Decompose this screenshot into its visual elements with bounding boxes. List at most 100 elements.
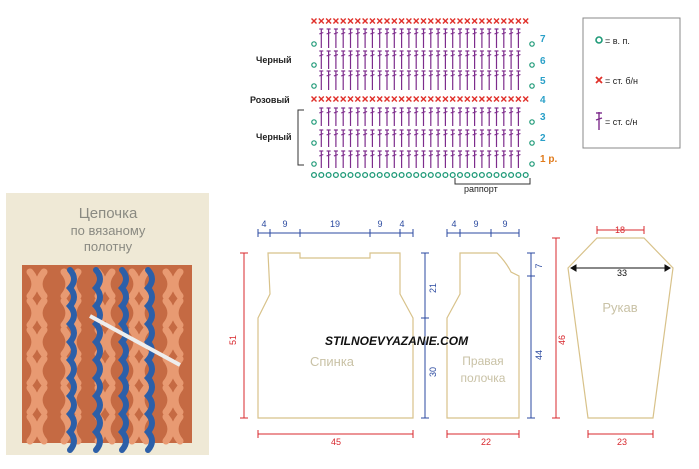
dc-stitch: [319, 50, 324, 69]
sc-stitch: [457, 18, 463, 24]
dc-stitch: [413, 70, 419, 90]
dc-stitch: [516, 28, 521, 48]
dc-stitch: [479, 107, 485, 126]
sc-stitch: [376, 96, 383, 102]
dc-stitch: [413, 50, 419, 69]
chain-symbol-icon: [595, 36, 603, 44]
dc-stitch: [465, 107, 470, 126]
chain-stitch: [413, 171, 420, 179]
dc-stitch: [362, 107, 368, 126]
dc-stitch: [370, 70, 375, 90]
dc-stitch: [421, 150, 426, 168]
dc-stitch: [450, 129, 455, 147]
dc-stitch: [428, 107, 434, 126]
crochet-hook: [89, 314, 181, 367]
chain-stitch: [449, 171, 456, 179]
sc-stitch: [311, 96, 317, 102]
chain-stitch: [362, 171, 369, 179]
sc-stitch: [464, 96, 471, 102]
dc-stitch: [348, 150, 353, 168]
sc-stitch: [427, 96, 434, 102]
dc-stitch: [370, 150, 375, 168]
dc-stitch: [377, 50, 382, 69]
legend-sc: = ст. б/н: [605, 76, 638, 86]
dc-stitch: [399, 150, 404, 168]
front-name-line1: Правая: [462, 354, 503, 368]
chain-stitch: [442, 171, 449, 179]
sc-stitch: [435, 96, 442, 102]
dc-stitch: [435, 129, 441, 147]
dc-stitch: [465, 28, 470, 48]
dc-stitch: [494, 28, 499, 48]
sc-stitch: [493, 18, 500, 24]
photo-title-line1: Цепочка: [79, 205, 138, 222]
photo-title-line2: по вязаному: [71, 223, 146, 238]
sleeve-bottom-width: 23: [617, 437, 627, 447]
row-number-4: 4: [540, 95, 546, 106]
row-numbers: 7 6 5 4 3 2 1 р.: [540, 34, 557, 165]
dc-stitch: [450, 107, 455, 126]
dc-stitch: [508, 50, 514, 69]
chain-stitch: [391, 171, 398, 179]
dc-stitch: [457, 150, 463, 168]
chain-stitch: [376, 171, 383, 179]
chain-stitch: [529, 161, 535, 167]
label-pink: Розовый: [250, 95, 290, 105]
row-number-2: 2: [540, 133, 546, 144]
sc-stitch: [369, 96, 376, 102]
sleeve-height: 46: [557, 335, 567, 345]
dc-stitch: [384, 107, 390, 126]
front-top-dim-1: 4: [451, 219, 456, 229]
sc-symbol-icon: [595, 76, 603, 84]
row-number-6: 6: [540, 56, 546, 67]
dc-stitch: [333, 50, 339, 69]
photo-panel: Цепочка по вязаному полотну: [6, 193, 209, 455]
dc-stitch: [362, 70, 368, 90]
dc-stitch: [421, 28, 426, 48]
dc-stitch: [319, 107, 324, 126]
back-upper-height: 21: [428, 283, 438, 293]
dc-stitch: [392, 129, 397, 147]
dc-stitch: [501, 28, 507, 48]
chain-stitch: [435, 171, 442, 179]
sc-stitch: [508, 96, 515, 102]
dc-stitch: [479, 150, 485, 168]
chain-stitch: [471, 171, 478, 179]
dc-stitch: [465, 150, 470, 168]
dc-stitch: [472, 28, 477, 48]
dc-stitch: [319, 28, 324, 48]
dc-stitch: [494, 70, 499, 90]
dc-stitch: [399, 107, 404, 126]
chain-stitch: [311, 62, 317, 68]
back-piece: Спинка 4 9 19 9 4 51 21 30: [228, 219, 438, 447]
chain-stitch: [420, 171, 427, 179]
dc-stitch: [319, 150, 324, 168]
dc-stitch: [384, 50, 390, 69]
chain-stitch: [340, 171, 347, 179]
chain-stitch: [522, 171, 529, 179]
dc-stitch: [340, 28, 346, 48]
dc-stitch: [508, 70, 514, 90]
dc-stitch: [406, 70, 412, 90]
chain-stitch: [500, 171, 507, 179]
chain-stitch: [383, 171, 391, 179]
sc-stitch: [500, 96, 507, 102]
dc-stitch: [479, 70, 485, 90]
dc-stitch: [377, 70, 382, 90]
sc-stitch: [522, 96, 529, 102]
dc-stitch: [501, 50, 507, 69]
dc-stitch: [457, 70, 463, 90]
dc-stitch: [333, 150, 339, 168]
sc-stitch: [376, 18, 383, 24]
sc-stitch: [515, 18, 522, 24]
chain-stitch: [405, 171, 412, 179]
dc-stitch: [508, 28, 514, 48]
front-shoulder-drop: 7: [534, 263, 544, 268]
dc-stitch: [516, 50, 521, 69]
dc-stitch: [428, 150, 434, 168]
repeat-bracket: [454, 178, 531, 185]
dc-stitch: [406, 129, 412, 147]
dc-stitch: [443, 129, 448, 147]
sc-stitch: [500, 18, 507, 24]
